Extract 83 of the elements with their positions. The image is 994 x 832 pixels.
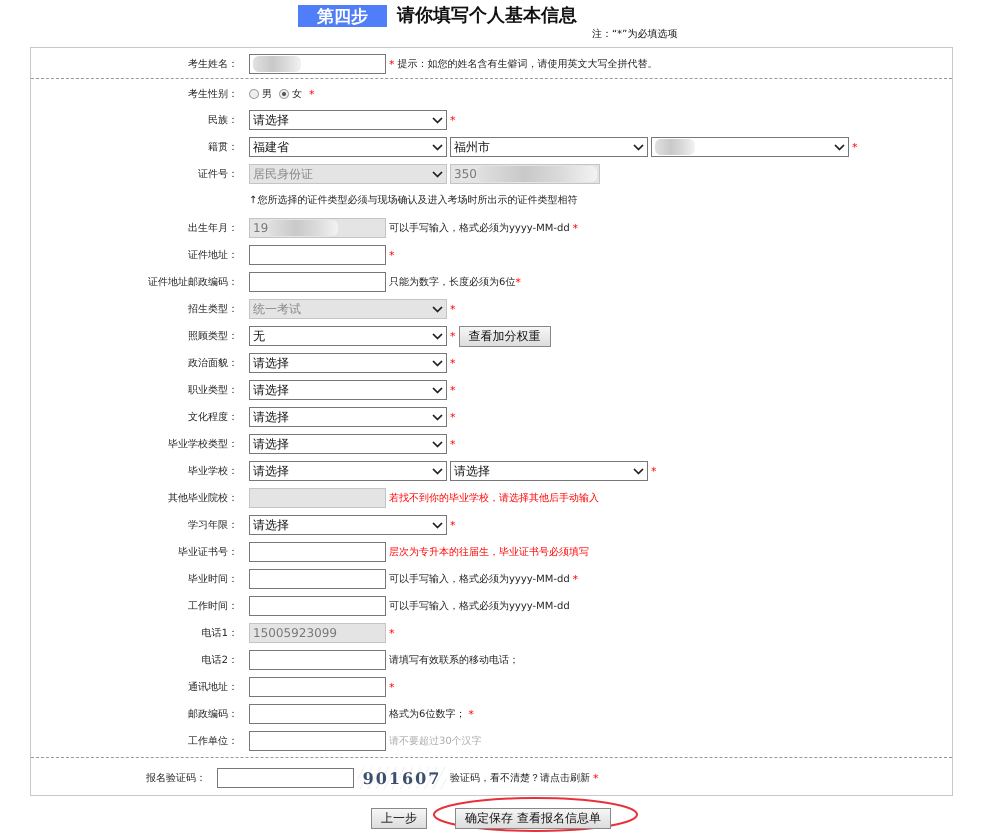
dropdown-select: 福州市: [450, 137, 648, 157]
required-mark: *: [515, 276, 521, 288]
hint-text: ↑您所选择的证件类型必须与现场确认及进入考场时所出示的证件类型相符: [249, 194, 578, 207]
hint-text: 可以手写输入，格式必须为yyyy-MM-dd: [389, 600, 570, 613]
dropdown-select: 请选择: [249, 407, 447, 427]
field-label: 毕业时间：: [187, 572, 239, 586]
field-label: 照顾类型：: [187, 330, 239, 343]
required-mark: *: [450, 302, 456, 316]
field-label: 毕业证书号：: [177, 546, 239, 559]
hint-text: 可以手写输入，格式必须为yyyy-MM-dd: [389, 572, 570, 586]
required-mark: *: [651, 464, 656, 478]
field-label: 籍贯：: [207, 141, 239, 154]
radio-label: 女: [292, 88, 302, 101]
page-title: 请你填写个人基本信息: [397, 4, 577, 27]
hint-text: 只能为数字，长度必须为6位: [389, 276, 516, 289]
field-label: 电话2：: [200, 654, 239, 667]
radio-label: 男: [262, 88, 272, 101]
hint-text: 提示：如您的姓名含有生僻词，请使用英文大写全拼代替。: [398, 58, 658, 71]
required-mark: *: [309, 88, 314, 100]
dropdown-select: 请选择: [249, 353, 447, 373]
required-mark: *: [572, 572, 578, 586]
field-label: 报名验证码：: [145, 772, 207, 785]
field-label: 工作时间：: [187, 600, 239, 613]
input-field: 19: [249, 218, 386, 238]
step-badge: 第四步: [298, 5, 387, 27]
hint-text: 格式为6位数字；: [389, 708, 466, 721]
dropdown-select: 居民身份证: [249, 164, 447, 184]
required-mark: *: [450, 384, 456, 396]
field-label: 政治面貌：: [187, 357, 239, 370]
dropdown-select: 统一考试: [249, 299, 447, 319]
dropdown-select: 福建省: [249, 137, 447, 157]
required-mark: *: [389, 626, 394, 640]
dropdown-select: 请选择: [249, 515, 447, 535]
field-label: 电话1：: [200, 626, 239, 640]
field-label: 招生类型：: [187, 302, 239, 316]
required-mark: *: [450, 410, 456, 424]
dropdown-select: 请选择: [249, 434, 447, 454]
dropdown-select: 请选择: [249, 110, 447, 130]
button: 上一步: [371, 808, 427, 829]
captcha-image: 901607: [357, 767, 447, 789]
field-label: 毕业学校类型：: [167, 438, 239, 451]
field-label: 职业类型：: [187, 384, 239, 397]
field-label: 考生姓名：: [187, 58, 239, 71]
button: 确定保存 查看报名信息单: [455, 808, 611, 829]
hint-text: 层次为专升本的往届生，毕业证书号必须填写: [389, 546, 589, 559]
dropdown-select: 请选择: [450, 461, 648, 481]
field-label: 证件地址邮政编码：: [147, 276, 239, 289]
field-label: 其他毕业院校：: [167, 492, 239, 505]
hint-text: 可以手写输入，格式必须为yyyy-MM-dd: [389, 222, 570, 235]
required-mark: *: [450, 438, 456, 450]
dropdown-select: 无: [249, 326, 447, 346]
required-mark: *: [593, 772, 598, 784]
field-label: 考生性别：: [187, 88, 239, 101]
required-mark: *: [389, 58, 394, 70]
hint-text: 验证码，看不清楚？请点击刷新: [450, 772, 590, 785]
dropdown-select: 请选择: [249, 461, 447, 481]
required-mark: *: [450, 356, 456, 370]
required-mark: *: [389, 248, 394, 262]
field-label: 毕业学校：: [187, 464, 239, 478]
required-mark: *: [572, 222, 578, 234]
input-field: 350: [450, 164, 600, 184]
required-mark: *: [468, 708, 474, 720]
field-label: 工作单位：: [187, 734, 239, 748]
field-label: 证件号：: [197, 168, 239, 181]
required-mark: *: [389, 680, 394, 694]
required-mark: *: [852, 140, 858, 154]
input-field: 15005923099: [249, 623, 386, 643]
field-label: 通讯地址：: [187, 680, 239, 694]
required-mark: *: [450, 114, 456, 126]
field-label: 证件地址：: [187, 248, 239, 262]
hint-text: 请填写有效联系的移动电话；: [389, 654, 519, 667]
field-label: 学习年限：: [187, 519, 239, 532]
required-mark: *: [450, 518, 456, 532]
hint-text: 请不要超过30个汉字: [389, 734, 482, 748]
field-label: 民族：: [207, 114, 239, 127]
required-mark: *: [450, 330, 456, 342]
field-label: 出生年月：: [187, 222, 239, 235]
note-text: 注：“*”为必填选项: [592, 28, 678, 41]
button: 查看加分权重: [458, 326, 550, 346]
field-label: 邮政编码：: [187, 708, 239, 721]
hint-text: 若找不到你的毕业学校，请选择其他后手动输入: [389, 492, 599, 505]
field-label: 文化程度：: [187, 410, 239, 424]
dropdown-select: 请选择: [249, 380, 447, 400]
